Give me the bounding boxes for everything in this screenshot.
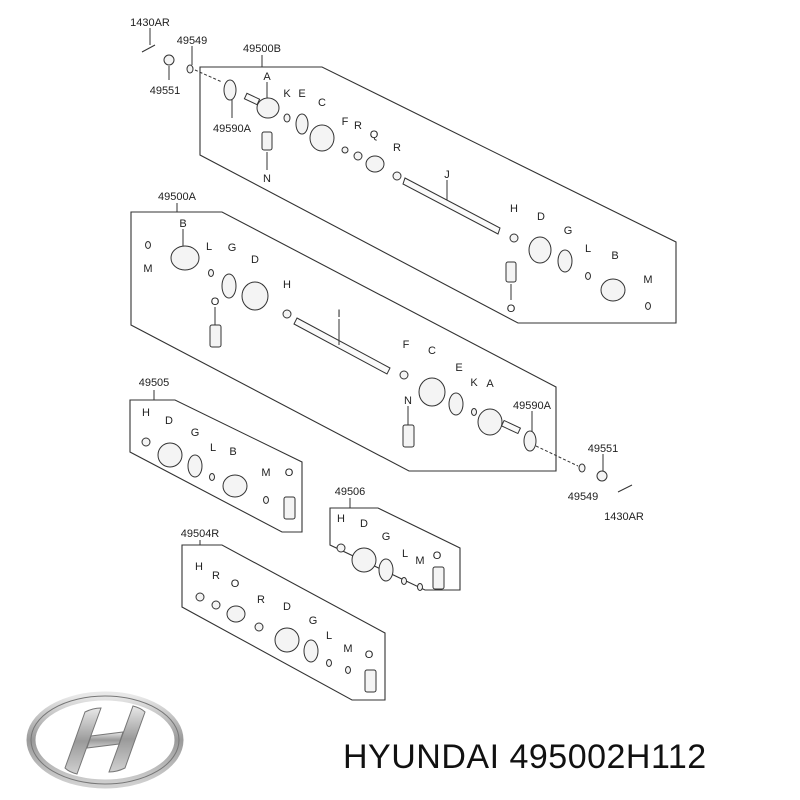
part-label: E <box>298 88 305 100</box>
part-label: L <box>206 241 212 253</box>
part-label: H <box>510 203 518 215</box>
part-label: G <box>309 615 318 627</box>
boot <box>309 124 335 152</box>
part-label: R <box>257 594 265 606</box>
part-label: A <box>263 71 271 83</box>
part-label: D <box>165 415 173 427</box>
part-label: R <box>212 570 220 582</box>
hub-nut <box>163 54 175 66</box>
part-label: H <box>195 561 203 573</box>
part-label: 1430AR <box>604 511 644 523</box>
part-label: G <box>228 242 237 254</box>
part-label: J <box>444 169 450 181</box>
part-label: B <box>229 446 236 458</box>
kit-parts <box>141 437 445 693</box>
part-label: C <box>318 97 326 109</box>
part-label: L <box>210 442 216 454</box>
part-label: F <box>342 116 349 128</box>
part-label: D <box>283 601 291 613</box>
part-label: M <box>643 274 652 286</box>
part-label: L <box>326 630 332 642</box>
part-label: G <box>564 225 573 237</box>
part-label: F <box>403 339 410 351</box>
group-title-49506: 49506 <box>335 486 366 498</box>
group-49500a-outline <box>130 211 557 472</box>
part-label: 49549 <box>568 491 599 503</box>
group-49506-outline <box>329 507 461 591</box>
part-label: Q <box>370 129 379 141</box>
group-title-49500b: 49500B <box>243 43 281 55</box>
part-label: D <box>251 254 259 266</box>
part-label: O <box>365 649 374 661</box>
washer <box>186 64 194 74</box>
shaft-j <box>402 177 501 235</box>
part-label: O <box>285 467 294 479</box>
part-label: A <box>486 378 494 390</box>
assembly-a-parts <box>145 229 633 493</box>
part-label: 49590A <box>513 400 552 412</box>
part-label: K <box>283 88 291 100</box>
damper <box>365 155 385 173</box>
part-label: G <box>382 531 391 543</box>
group-49500b-outline <box>199 66 677 324</box>
part-label: L <box>402 548 408 560</box>
part-label: 49551 <box>150 85 181 97</box>
dust-seal <box>223 79 237 101</box>
group-49504r-outline <box>181 544 386 701</box>
part-label: N <box>404 395 412 407</box>
part-label: O <box>211 296 220 308</box>
part-label: K <box>470 377 478 389</box>
part-label: O <box>231 578 240 590</box>
part-label: D <box>537 211 545 223</box>
part-label: R <box>393 142 401 154</box>
part-label: B <box>179 218 186 230</box>
inner-joint <box>600 278 626 302</box>
part-label: O <box>507 303 516 315</box>
part-label: H <box>142 407 150 419</box>
part-label: N <box>263 173 271 185</box>
part-label: R <box>354 120 362 132</box>
part-label: G <box>191 427 200 439</box>
part-label: 1430AR <box>130 17 170 29</box>
part-label: I <box>337 308 340 320</box>
group-title-49505: 49505 <box>139 377 170 389</box>
group-title-49504r: 49504R <box>181 528 220 540</box>
part-label: M <box>143 263 152 275</box>
part-label: M <box>415 555 424 567</box>
cotter-pin <box>141 44 156 53</box>
part-label: C <box>428 345 436 357</box>
part-label: H <box>283 279 291 291</box>
hyundai-logo <box>26 691 184 789</box>
part-number-caption: HYUNDAI 495002H112 <box>343 738 707 776</box>
outer-joint <box>256 97 280 119</box>
grease <box>261 131 273 151</box>
part-label: O <box>433 550 442 562</box>
part-label: E <box>455 362 462 374</box>
part-label: 49551 <box>588 443 619 455</box>
shaft-i <box>293 317 391 375</box>
part-label: B <box>611 250 618 262</box>
group-title-49500a: 49500A <box>158 191 197 203</box>
part-label: D <box>360 518 368 530</box>
part-label: H <box>337 513 345 525</box>
part-label: M <box>343 643 352 655</box>
part-label: L <box>585 243 591 255</box>
part-label: M <box>261 467 270 479</box>
group-49505-outline <box>129 399 303 533</box>
part-label: 49590A <box>213 123 252 135</box>
assembly-b-parts <box>141 28 651 310</box>
part-label: 49549 <box>177 35 208 47</box>
